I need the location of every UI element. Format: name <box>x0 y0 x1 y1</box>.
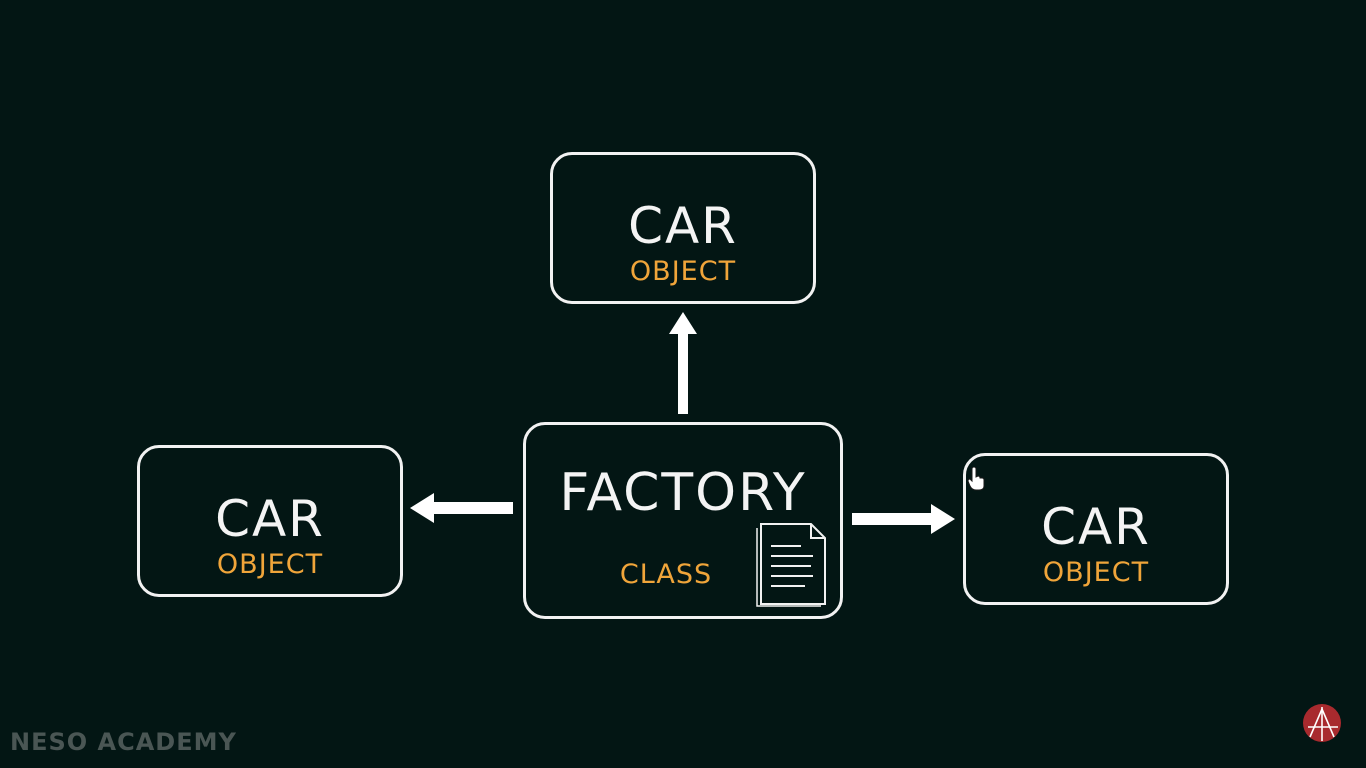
document-icon <box>756 523 826 607</box>
arrow-left-icon <box>410 493 513 523</box>
car-object-title: CAR <box>1041 498 1151 556</box>
car-object-title: CAR <box>628 197 738 255</box>
arrow-right-icon <box>852 504 955 534</box>
car-object-subtitle: OBJECT <box>216 549 324 580</box>
class-subtitle: CLASS <box>619 559 713 590</box>
brand-watermark: NESO ACADEMY <box>10 728 237 756</box>
arrow-up-icon <box>669 312 697 414</box>
factory-title: FACTORY <box>559 463 807 523</box>
factory-class-box: FACTORY CLASS <box>523 422 843 619</box>
car-object-title: CAR <box>215 490 325 548</box>
car-object-box-top: CAR OBJECT <box>550 152 816 304</box>
hand-cursor-icon <box>967 467 985 491</box>
car-object-subtitle: OBJECT <box>1042 557 1150 588</box>
car-object-box-left: CAR OBJECT <box>137 445 403 597</box>
neso-logo-icon <box>1303 704 1341 742</box>
car-object-subtitle: OBJECT <box>629 256 737 287</box>
car-object-box-right: CAR OBJECT <box>963 453 1229 605</box>
